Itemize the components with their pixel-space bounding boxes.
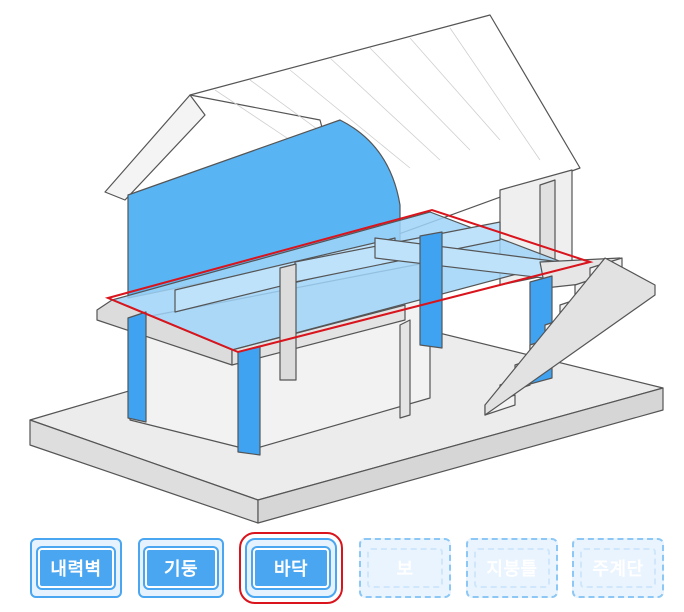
roof-truss-button[interactable]: 지붕틀 (466, 538, 558, 598)
roof-truss-button-label: 지붕틀 (474, 548, 550, 588)
element-button-row: 내력벽 기둥 바닥 보 지붕틀 주계단 (0, 532, 684, 604)
main-stair (484, 257, 656, 416)
beam-button-label: 보 (367, 548, 443, 588)
column-button[interactable]: 기둥 (138, 538, 224, 598)
main-stair-button-label: 주계단 (580, 548, 656, 588)
column-front-left (127, 311, 147, 423)
load-bearing-wall-button-label: 내력벽 (38, 548, 114, 588)
floor-button-label: 바닥 (253, 548, 329, 588)
load-bearing-wall-button[interactable]: 내력벽 (30, 538, 122, 598)
building-structure-diagram (29, 14, 664, 524)
column-front-center (237, 345, 261, 456)
beam-button[interactable]: 보 (359, 538, 451, 598)
selection-outline (104, 208, 594, 354)
column-back-center (419, 231, 443, 349)
floor-button[interactable]: 바닥 (239, 532, 343, 604)
roof-surface (189, 14, 581, 251)
main-stair-button[interactable]: 주계단 (572, 538, 664, 598)
column-button-label: 기둥 (145, 548, 217, 588)
